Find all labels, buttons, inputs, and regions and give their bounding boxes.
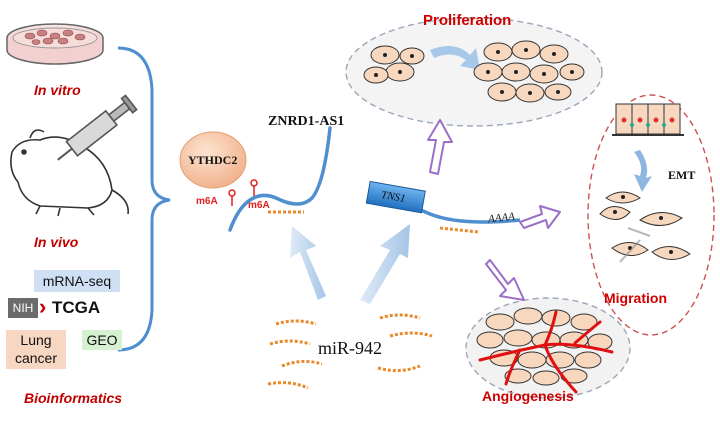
znrd1-as1-label: ZNRD1-AS1 — [268, 114, 345, 129]
nih-chevron-icon: › — [39, 294, 47, 319]
nih-badge: NIH — [8, 298, 38, 318]
ythdc2-protein-icon — [179, 131, 247, 189]
m6a-label-1: m6A — [196, 196, 218, 207]
bioinformatics-label: Bioinformatics — [24, 390, 123, 406]
tcga-label: TCGA — [52, 298, 101, 317]
epithelial-cells-icon — [612, 103, 684, 136]
emt-label: EMT — [668, 168, 696, 182]
angiogenesis-label: Angiogenesis — [482, 388, 574, 404]
tns1-effect-arrows — [427, 119, 561, 301]
lung-cancer-badge: Lung cancer — [6, 330, 66, 369]
cancer-label: cancer — [14, 350, 58, 366]
blood-vessel-icon — [478, 310, 614, 394]
proliferation-arrow — [430, 46, 480, 70]
emt-arrow — [634, 150, 652, 192]
tns1-box — [365, 180, 426, 214]
lung-label: Lung — [20, 332, 52, 348]
bound-mir-ticks-2 — [439, 226, 479, 234]
in-vivo-label: In vivo — [34, 234, 79, 250]
petri-dish-icon — [6, 23, 104, 65]
grouping-brace — [117, 46, 171, 352]
m6a-modification-icon — [228, 179, 258, 206]
znrd1-as1-rna-strand — [228, 126, 332, 232]
in-vitro-label: In vitro — [34, 82, 81, 98]
mouse-syringe-icon — [10, 94, 138, 217]
mrna-seq-badge: mRNA-seq — [34, 270, 120, 292]
geo-badge: GEO — [82, 330, 122, 350]
proliferation-label: Proliferation — [423, 12, 512, 29]
migration-label: Migration — [604, 290, 667, 306]
free-mir-942-icon — [267, 313, 433, 390]
mir-to-tns1-arrow — [360, 224, 410, 304]
mir-to-znrd1-arrow — [290, 226, 326, 300]
ythdc2-label: YTHDC2 — [188, 153, 238, 167]
mir-942-label: miR-942 — [318, 338, 383, 358]
m6a-label-2: m6A — [248, 200, 270, 211]
